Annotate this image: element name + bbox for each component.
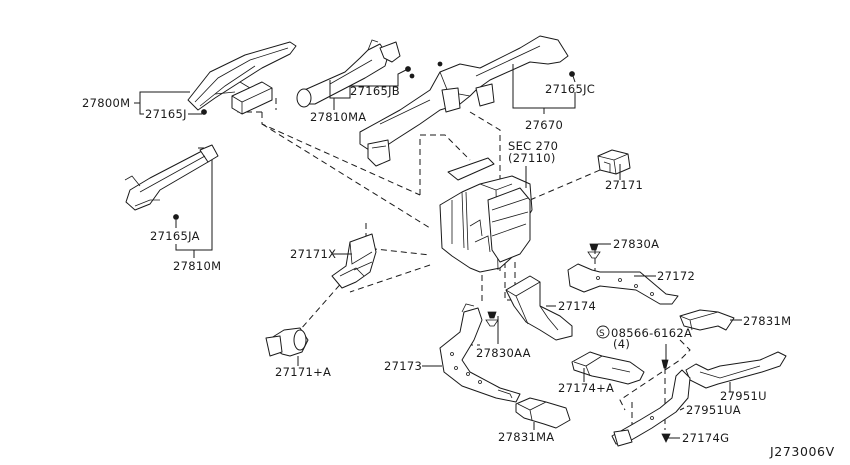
screw-quantity: (4)	[613, 337, 630, 351]
label-27831M[interactable]: 27831M	[743, 314, 791, 328]
part-27951UA-drawing[interactable]	[611, 369, 691, 447]
clip-27165J-drawing[interactable]	[201, 109, 207, 115]
label-27172[interactable]: 27172	[657, 269, 695, 283]
label-27810MA[interactable]: 27810MA	[310, 110, 366, 124]
part-27810MA-drawing[interactable]	[296, 39, 401, 108]
part-27830AA-drawing[interactable]	[485, 311, 499, 327]
label-27810M[interactable]: 27810M	[173, 259, 221, 273]
part-labels: 27800M 27165J 27810MA 27165JB 27670 2716…	[82, 82, 835, 459]
clip-27165JC-drawing[interactable]	[569, 71, 575, 77]
leader-lines	[134, 64, 742, 439]
part-27171-drawing[interactable]	[597, 149, 631, 175]
part-27173-drawing[interactable]	[439, 303, 521, 403]
part-27800M-drawing[interactable]	[187, 41, 297, 115]
clip-27165JB-drawing[interactable]	[405, 66, 411, 72]
label-27951U[interactable]: 27951U	[720, 389, 767, 403]
label-27800M[interactable]: 27800M	[82, 96, 130, 110]
part-27670-drawing[interactable]	[359, 35, 569, 167]
part-27951U-drawing[interactable]	[685, 351, 787, 389]
label-27174G[interactable]: 27174G	[682, 431, 729, 445]
label-27830AA[interactable]: 27830AA	[476, 346, 531, 360]
label-27173[interactable]: 27173	[384, 359, 422, 373]
label-27171+A[interactable]: 27171+A	[275, 365, 331, 379]
screw-symbol: S	[599, 329, 605, 339]
label-27171[interactable]: 27171	[605, 178, 643, 192]
label-27165JB[interactable]: 27165JB	[350, 84, 400, 98]
section-ref-line2[interactable]: (27110)	[508, 151, 556, 165]
part-27174+A-drawing[interactable]	[571, 351, 645, 385]
label-27165J[interactable]: 27165J	[145, 107, 187, 121]
label-27165JC[interactable]: 27165JC	[545, 82, 595, 96]
part-27810M-drawing[interactable]	[124, 144, 219, 211]
section-ref-line1[interactable]: SEC 270	[508, 139, 558, 153]
clip-27165JA-drawing[interactable]	[173, 214, 179, 220]
label-27830A[interactable]: 27830A	[613, 237, 659, 251]
part-27831M-drawing[interactable]	[679, 309, 735, 331]
label-27951UA[interactable]: 27951UA	[686, 403, 741, 417]
label-27174+A[interactable]: 27174+A	[558, 381, 614, 395]
screw-part-number[interactable]: 08566-6162A	[611, 326, 692, 340]
screw-08566-drawing[interactable]	[661, 359, 669, 369]
part-27171+A-drawing[interactable]	[265, 327, 309, 357]
part-27831MA-drawing[interactable]	[515, 397, 571, 429]
label-27165JA[interactable]: 27165JA	[150, 229, 200, 243]
part-27830A-drawing[interactable]	[587, 243, 601, 259]
label-27174[interactable]: 27174	[558, 299, 596, 313]
part-27171X-drawing[interactable]	[331, 233, 377, 289]
label-27831MA[interactable]: 27831MA	[498, 430, 554, 444]
assembly-guide-lines	[198, 98, 691, 432]
part-27174-drawing[interactable]	[505, 275, 573, 341]
label-27670[interactable]: 27670	[525, 118, 563, 132]
screw-symbol-circle-icon	[596, 325, 610, 339]
diagram-reference-code: J273006V	[769, 444, 835, 459]
label-27171X[interactable]: 27171X	[290, 247, 336, 261]
heater-unit-sec270-drawing[interactable]	[439, 157, 533, 273]
part-27172-drawing[interactable]	[567, 263, 679, 305]
